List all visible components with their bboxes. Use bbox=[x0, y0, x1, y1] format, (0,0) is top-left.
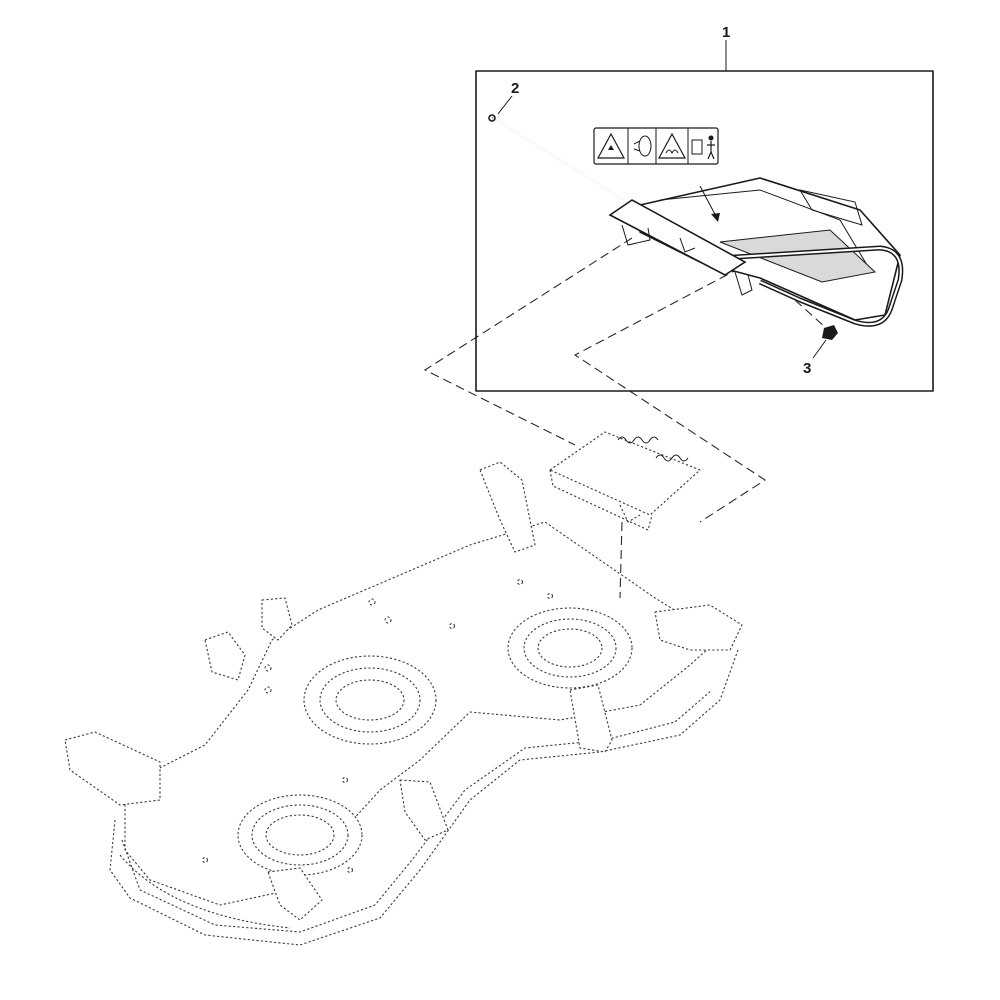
guard-lift-icon bbox=[633, 135, 652, 157]
deck-front-edge bbox=[119, 854, 291, 929]
detail-box bbox=[475, 40, 934, 392]
bracket-left-hook bbox=[204, 631, 246, 681]
spring-plate bbox=[549, 431, 701, 516]
chute-side-panel bbox=[798, 189, 863, 226]
chute-ridge bbox=[659, 189, 871, 271]
leader-nut bbox=[812, 339, 827, 359]
bracket-front-center bbox=[399, 779, 449, 841]
hinge-bracket bbox=[621, 224, 651, 246]
person-distance-icon bbox=[691, 135, 715, 160]
detail-frame bbox=[475, 70, 934, 392]
callout-rod: 2 bbox=[511, 80, 519, 97]
bracket-front-right bbox=[569, 684, 613, 753]
bracket-left-arm bbox=[64, 731, 161, 806]
spindle-right bbox=[507, 607, 633, 689]
discharge-chute-assembly bbox=[608, 177, 904, 327]
guide-line-left bbox=[423, 237, 633, 446]
pivot-rod bbox=[488, 95, 633, 206]
hinge-tab-front bbox=[734, 271, 753, 296]
spring-plate-tab bbox=[619, 504, 641, 523]
spring-plate-edge bbox=[549, 469, 653, 531]
retaining-nut bbox=[794, 299, 838, 359]
spindle-left bbox=[237, 794, 363, 876]
warning-triangle-icon bbox=[596, 132, 626, 159]
bracket-left-mid bbox=[261, 597, 293, 641]
warning-triangle-icon bbox=[657, 132, 687, 159]
spring-coil-left bbox=[617, 436, 659, 444]
deck-skirt bbox=[109, 649, 739, 946]
spring-coil-right bbox=[655, 454, 689, 462]
hinge-tab-rear bbox=[679, 237, 696, 253]
bracket-rear-upright bbox=[479, 461, 536, 553]
callout-assembly: 1 bbox=[722, 24, 730, 41]
guide-line-right bbox=[573, 267, 767, 523]
callout-nut: 3 bbox=[803, 360, 811, 377]
guide-line-drop bbox=[619, 521, 623, 599]
nut-guide-line bbox=[794, 299, 827, 329]
hinge-bar bbox=[608, 199, 747, 276]
safety-decal bbox=[593, 127, 719, 165]
spring-bracket bbox=[549, 431, 701, 531]
spindle-center bbox=[303, 655, 437, 745]
leader-rod bbox=[497, 95, 513, 115]
chute-inner-panel bbox=[719, 229, 877, 283]
chute-rim-inner bbox=[719, 247, 902, 326]
mower-deck bbox=[64, 461, 743, 946]
deck-holes bbox=[201, 578, 554, 874]
bracket-right-arm bbox=[654, 604, 743, 651]
assembly-guide-lines bbox=[423, 237, 767, 599]
bracket-front-left bbox=[267, 867, 323, 921]
